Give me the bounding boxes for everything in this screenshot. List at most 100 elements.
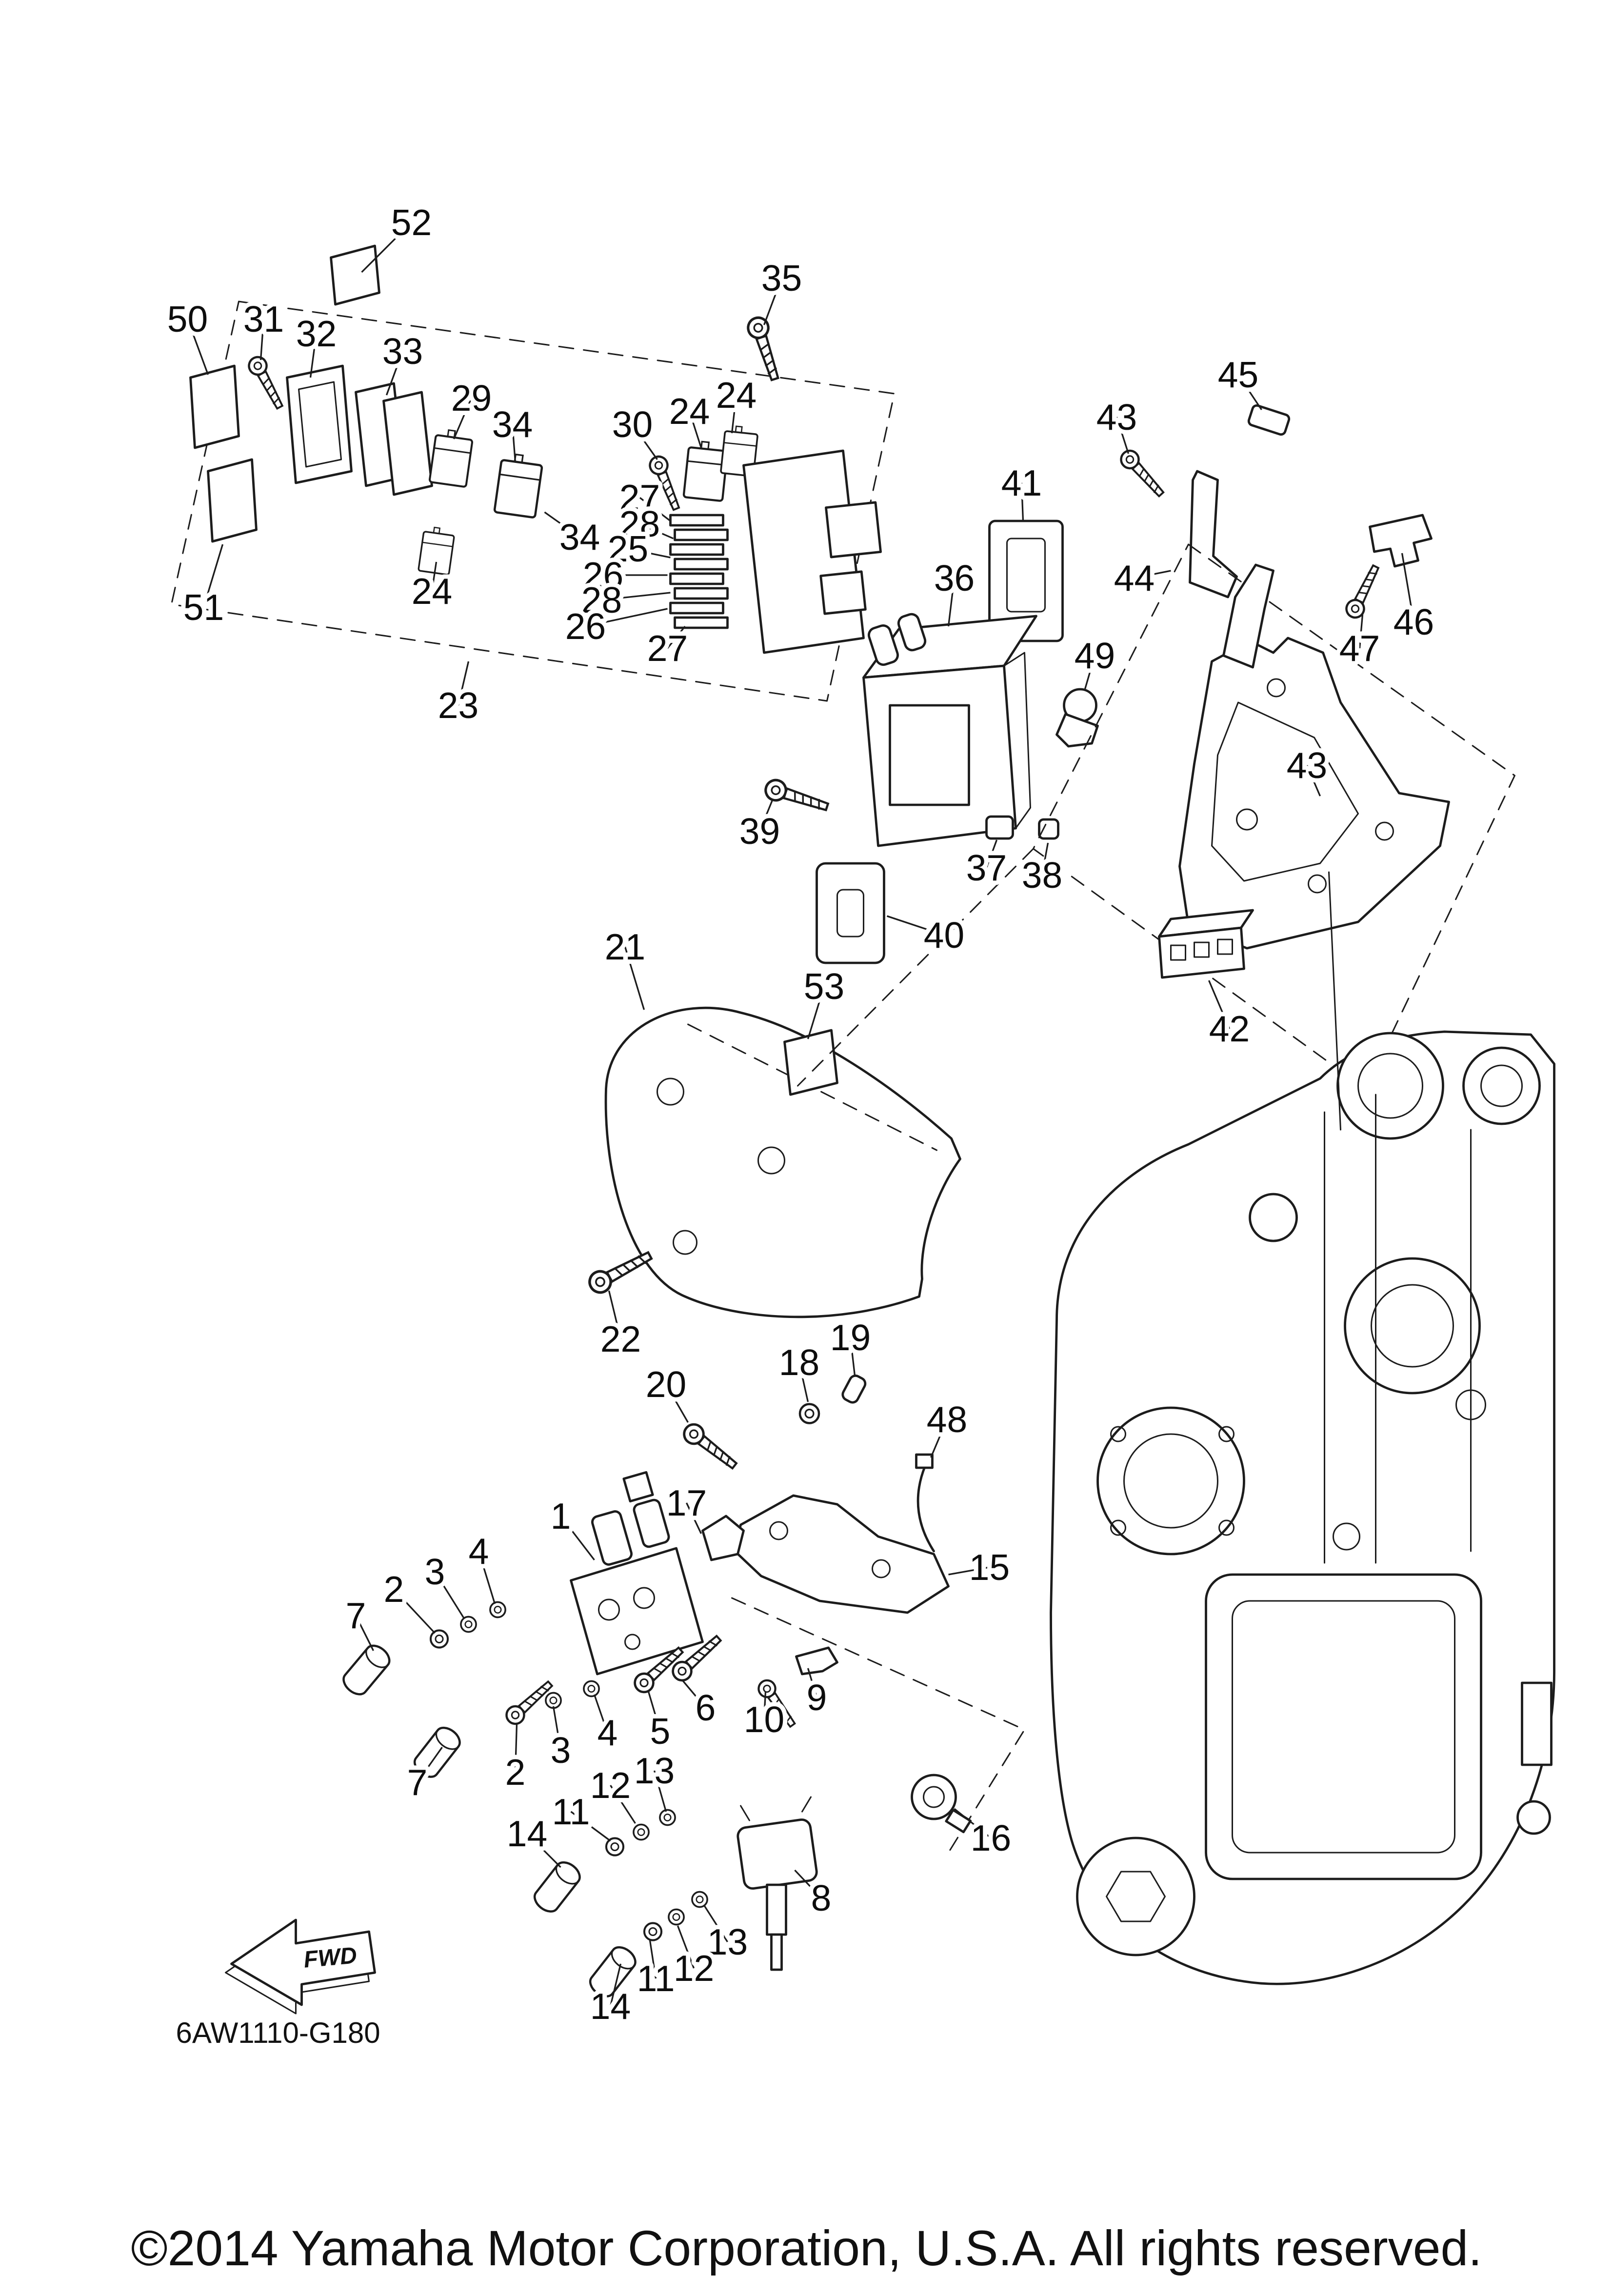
callout-leader-11 <box>570 1811 611 1842</box>
callout-6: 6 <box>696 1687 716 1728</box>
cowl-21 <box>604 1006 961 1318</box>
callout-leader-24 <box>731 395 737 434</box>
washer-3a <box>460 1616 477 1633</box>
callout-leader-37 <box>985 839 998 868</box>
callout-32: 32 <box>296 313 337 354</box>
washer-12a <box>633 1823 650 1841</box>
callout-40: 40 <box>924 915 964 956</box>
solenoid-assembly-1 <box>570 1471 704 1676</box>
clip-17 <box>701 1515 745 1561</box>
callout-8: 8 <box>811 1877 832 1918</box>
callout-17: 17 <box>666 1482 707 1523</box>
callout-leader-12 <box>677 1925 695 1969</box>
screw-31 <box>246 354 287 412</box>
clamp-46 <box>1369 514 1433 568</box>
callout-leader-12 <box>610 1785 636 1824</box>
callout-16: 16 <box>971 1817 1011 1858</box>
fwd-arrow: FWD <box>224 1918 376 2015</box>
callout-leader-51 <box>202 544 224 608</box>
callout-leader-28 <box>639 523 674 539</box>
callout-28: 28 <box>581 579 622 620</box>
callout-35: 35 <box>761 258 802 299</box>
callout-leader-49 <box>1083 655 1096 691</box>
callout-24: 24 <box>716 375 757 416</box>
callout-leader-23 <box>457 661 470 706</box>
clip-45 <box>1247 404 1291 436</box>
callout-52: 52 <box>391 202 432 243</box>
callout-leader-13 <box>653 1770 667 1812</box>
callout-14: 14 <box>590 1986 631 2027</box>
callout-leader-7 <box>355 1615 374 1651</box>
callout-4: 4 <box>597 1712 618 1753</box>
callout-leader-47 <box>1358 614 1364 649</box>
callout-41: 41 <box>1001 462 1042 503</box>
callout-leader-38 <box>1041 842 1049 876</box>
dashed-region-23 <box>170 300 895 702</box>
callout-leader-42 <box>1208 980 1231 1029</box>
callout-37: 37 <box>966 847 1007 888</box>
washer-13b <box>691 1891 708 1908</box>
callout-leader-33 <box>385 351 404 396</box>
sensor-49 <box>1055 688 1099 748</box>
diagram-artwork: FWD <box>170 244 1555 2015</box>
washer-2a <box>431 1630 448 1647</box>
callout-leader-24 <box>688 411 702 448</box>
callout-15: 15 <box>969 1547 1010 1588</box>
callout-leader-40 <box>886 915 945 936</box>
terminal-stack <box>669 514 729 629</box>
callout-leader-50 <box>186 319 209 375</box>
washer-3b <box>545 1692 562 1709</box>
callout-leader-24 <box>431 561 438 592</box>
plate-50 <box>189 364 240 449</box>
callout-leader-27 <box>639 497 671 522</box>
strap-44 <box>1189 470 1238 599</box>
callout-leader-2 <box>514 1723 518 1773</box>
callout-leader-46 <box>1401 553 1415 622</box>
callout-leader-52 <box>361 221 412 273</box>
callout-2: 2 <box>505 1752 526 1793</box>
washer-13a <box>659 1809 676 1826</box>
callout-42: 42 <box>1209 1008 1250 1049</box>
pin-19 <box>841 1374 867 1404</box>
clamp-9 <box>795 1646 838 1676</box>
callout-leader-44 <box>1134 570 1171 579</box>
callout-leader-19 <box>849 1337 856 1376</box>
callout-leader-14 <box>609 1963 622 2007</box>
cap-7a <box>339 1641 394 1698</box>
callout-30: 30 <box>612 404 653 445</box>
callout-leader-48 <box>930 1419 948 1458</box>
cable-tie-48 <box>916 1465 935 1553</box>
bolt-43a <box>1117 447 1168 500</box>
callout-leader-13 <box>703 1905 728 1942</box>
callout-11: 11 <box>552 1791 590 1832</box>
electrical-bracket <box>1178 563 1450 950</box>
callout-3: 3 <box>551 1730 571 1771</box>
callout-10: 10 <box>744 1699 784 1740</box>
callout-leader-7 <box>417 1747 443 1783</box>
bracket-40 <box>816 862 885 964</box>
callout-31: 31 <box>243 299 284 339</box>
callout-leader-27 <box>667 625 686 649</box>
callout-leader-10 <box>763 1691 767 1720</box>
bolt-22 <box>586 1246 655 1296</box>
callout-leader-41 <box>1020 482 1024 521</box>
callout-13: 13 <box>707 1921 748 1962</box>
callout-leader-6 <box>681 1679 706 1709</box>
callout-4: 4 <box>469 1531 489 1572</box>
callout-leader-1 <box>560 1515 595 1561</box>
copyright-text: ©2014 Yamaha Motor Corporation, U.S.A. A… <box>131 2220 1482 2276</box>
callout-51: 51 <box>183 587 224 628</box>
callout-49: 49 <box>1075 635 1115 676</box>
washer-12b <box>668 1908 685 1926</box>
bracket-15 <box>734 1494 950 1614</box>
plate-33b <box>382 391 433 496</box>
callout-46: 46 <box>1394 601 1434 642</box>
callout-leader-31 <box>259 319 265 360</box>
screw-47 <box>1343 563 1383 620</box>
cap-14a <box>531 1858 584 1916</box>
drawing-code: 6AW1110-G180 <box>176 2016 380 2049</box>
callout-leader-14 <box>526 1833 561 1868</box>
callout-leader-36 <box>947 578 956 627</box>
ignition-coil-8 <box>737 1796 818 1971</box>
